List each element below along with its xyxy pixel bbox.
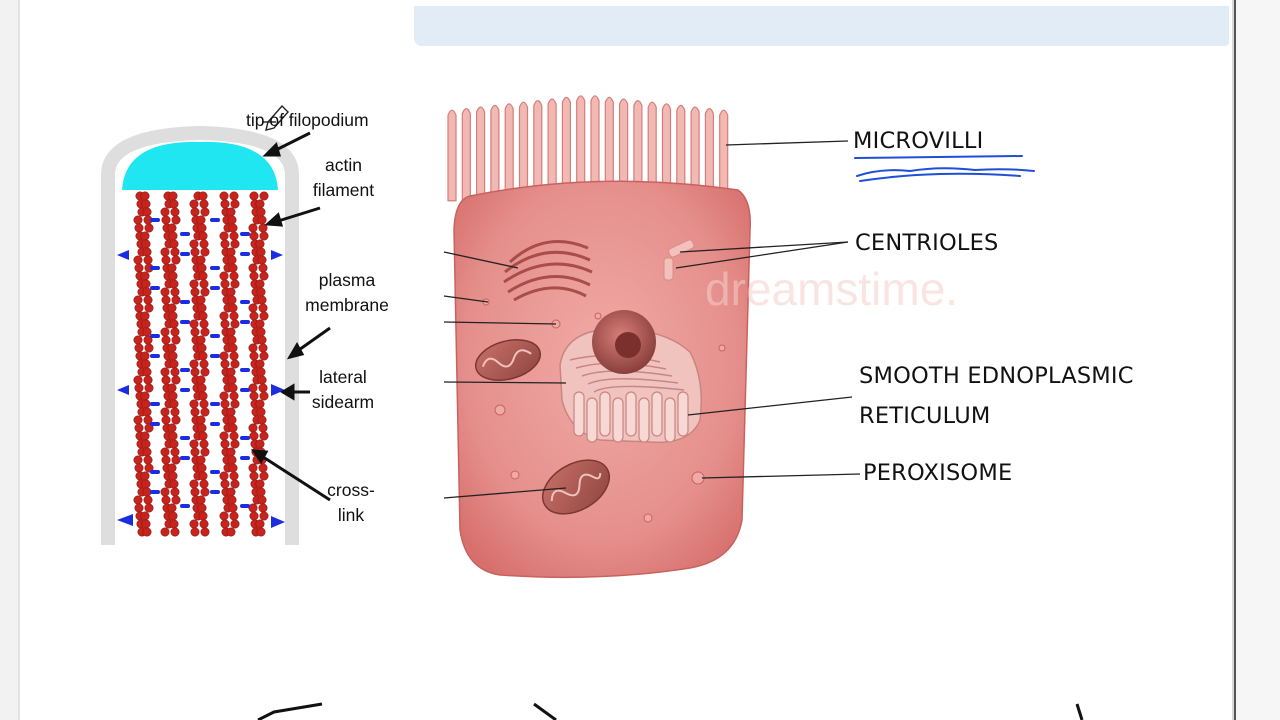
left-leader-5: [443, 487, 567, 499]
right-edge-arrow: [271, 250, 283, 260]
actin-pointer: [274, 206, 321, 224]
golgi-apparatus: [503, 240, 593, 302]
ser-leader: [687, 396, 853, 416]
left-leader-3: [443, 321, 557, 325]
crosslink-pointer: [259, 453, 331, 502]
right-edge-arrow: [271, 516, 285, 528]
label-actin-filament: actin filament: [312, 155, 375, 200]
plasma-membrane: [101, 125, 299, 545]
membrane-attachment-arrows: [117, 250, 285, 528]
filopodium-tip-cap: [122, 141, 278, 190]
bottom-arrows: [257, 702, 1084, 720]
mitochondrion: [542, 459, 610, 515]
centrioles-leader-2: [675, 241, 849, 269]
label-tip-of-filopodium: tip of filopodium: [246, 110, 369, 130]
actin-filaments: [133, 191, 269, 537]
smooth-er-tubules: [569, 354, 689, 443]
left-leader-1: [443, 251, 519, 269]
header-banner: [414, 6, 1229, 46]
window-edge: [1234, 0, 1236, 720]
peroxisome-leader: [701, 473, 861, 479]
handwritten-underline: [854, 155, 1035, 182]
label-lateral-sidearm: lateral sidearm: [311, 367, 375, 412]
cell-diagram: dreamstime.: [443, 95, 1035, 579]
lateral-sidearms: [150, 218, 250, 508]
nucleus-with-er: [559, 310, 702, 444]
left-edge-arrow: [117, 385, 129, 395]
membrane-pointer: [295, 326, 331, 354]
filopodium-diagram: [101, 104, 331, 545]
left-edge-arrow: [117, 250, 129, 260]
left-leader-4: [443, 381, 567, 384]
label-smooth-er: SMOOTH EDNOPLASMIC RETICULUM: [859, 363, 1134, 429]
nucleolus: [615, 332, 641, 358]
label-plasma-membrane: plasma membrane: [305, 270, 389, 315]
left-leader-2: [443, 295, 489, 303]
centrioles-leader: [679, 241, 849, 253]
right-edge-arrow: [271, 384, 285, 396]
watermark: dreamstime.: [705, 263, 958, 315]
mitochondrion: [474, 339, 542, 381]
microvilli-leader: [725, 140, 849, 146]
pen-cursor-icon: [262, 104, 289, 131]
label-microvilli: MICROVILLI: [853, 128, 984, 154]
label-centrioles: CENTRIOLES: [855, 230, 999, 256]
scroll-gutter[interactable]: [1236, 0, 1280, 720]
left-edge-arrow: [117, 514, 133, 526]
label-peroxisome: PEROXISOME: [863, 460, 1013, 486]
centrioles: [663, 239, 695, 281]
label-cross-link: cross- link: [327, 480, 375, 525]
